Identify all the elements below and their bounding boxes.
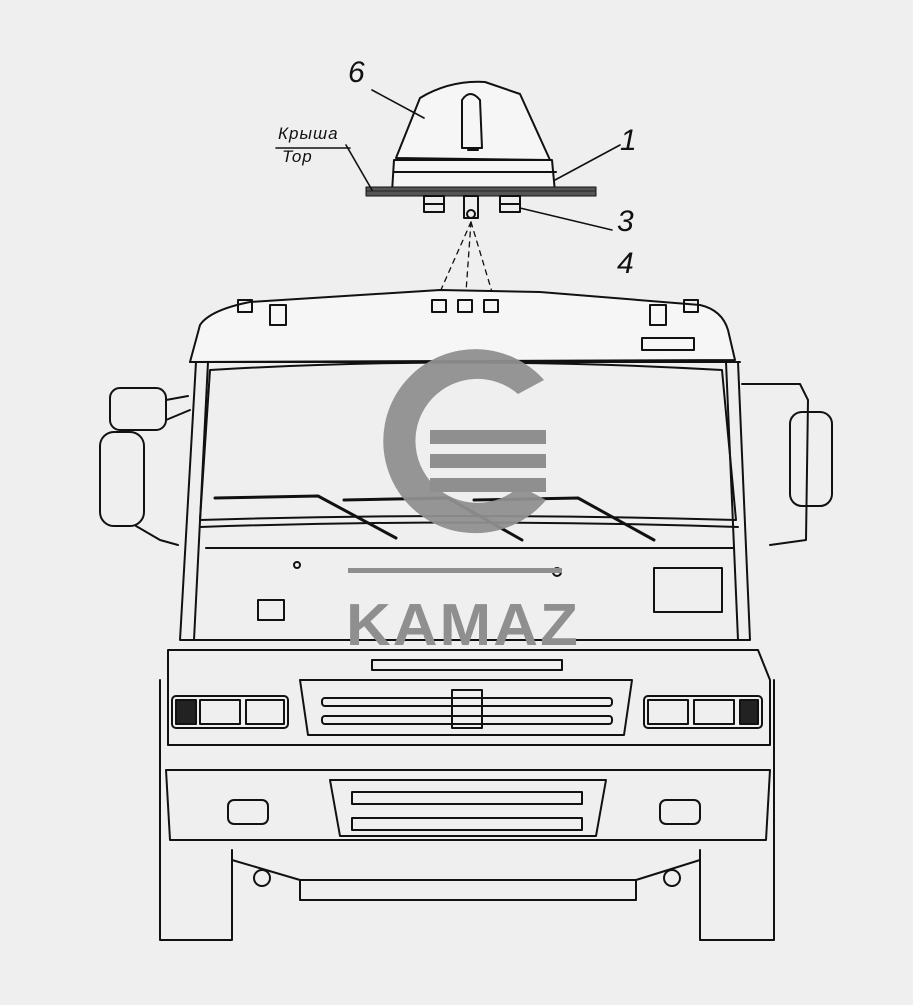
- grille: [167, 649, 771, 746]
- brand-wordmark: KAMAZ: [346, 592, 580, 659]
- callout-6: 6: [348, 56, 365, 89]
- roof-label-en: Top: [282, 147, 313, 166]
- leader-lines: [275, 89, 621, 231]
- right-headlight: [643, 695, 763, 729]
- roof-panel: [365, 186, 597, 197]
- right-mirror: [741, 383, 833, 546]
- cab-roof: [189, 289, 741, 363]
- beacon-lamp: [365, 80, 597, 293]
- frame-underside: [231, 859, 701, 901]
- callout-1: 1: [620, 124, 637, 157]
- projection-lines: [439, 221, 493, 293]
- mounting-nuts: [423, 195, 521, 219]
- roof-label-ru: Крыша: [278, 124, 339, 143]
- left-mirror: [99, 387, 191, 546]
- callout-4: 4: [617, 247, 634, 280]
- wheels: [159, 679, 775, 941]
- brand-logo-mark: [348, 349, 562, 573]
- bumper: [165, 769, 771, 841]
- left-headlight: [171, 695, 289, 729]
- callout-3: 3: [617, 205, 634, 238]
